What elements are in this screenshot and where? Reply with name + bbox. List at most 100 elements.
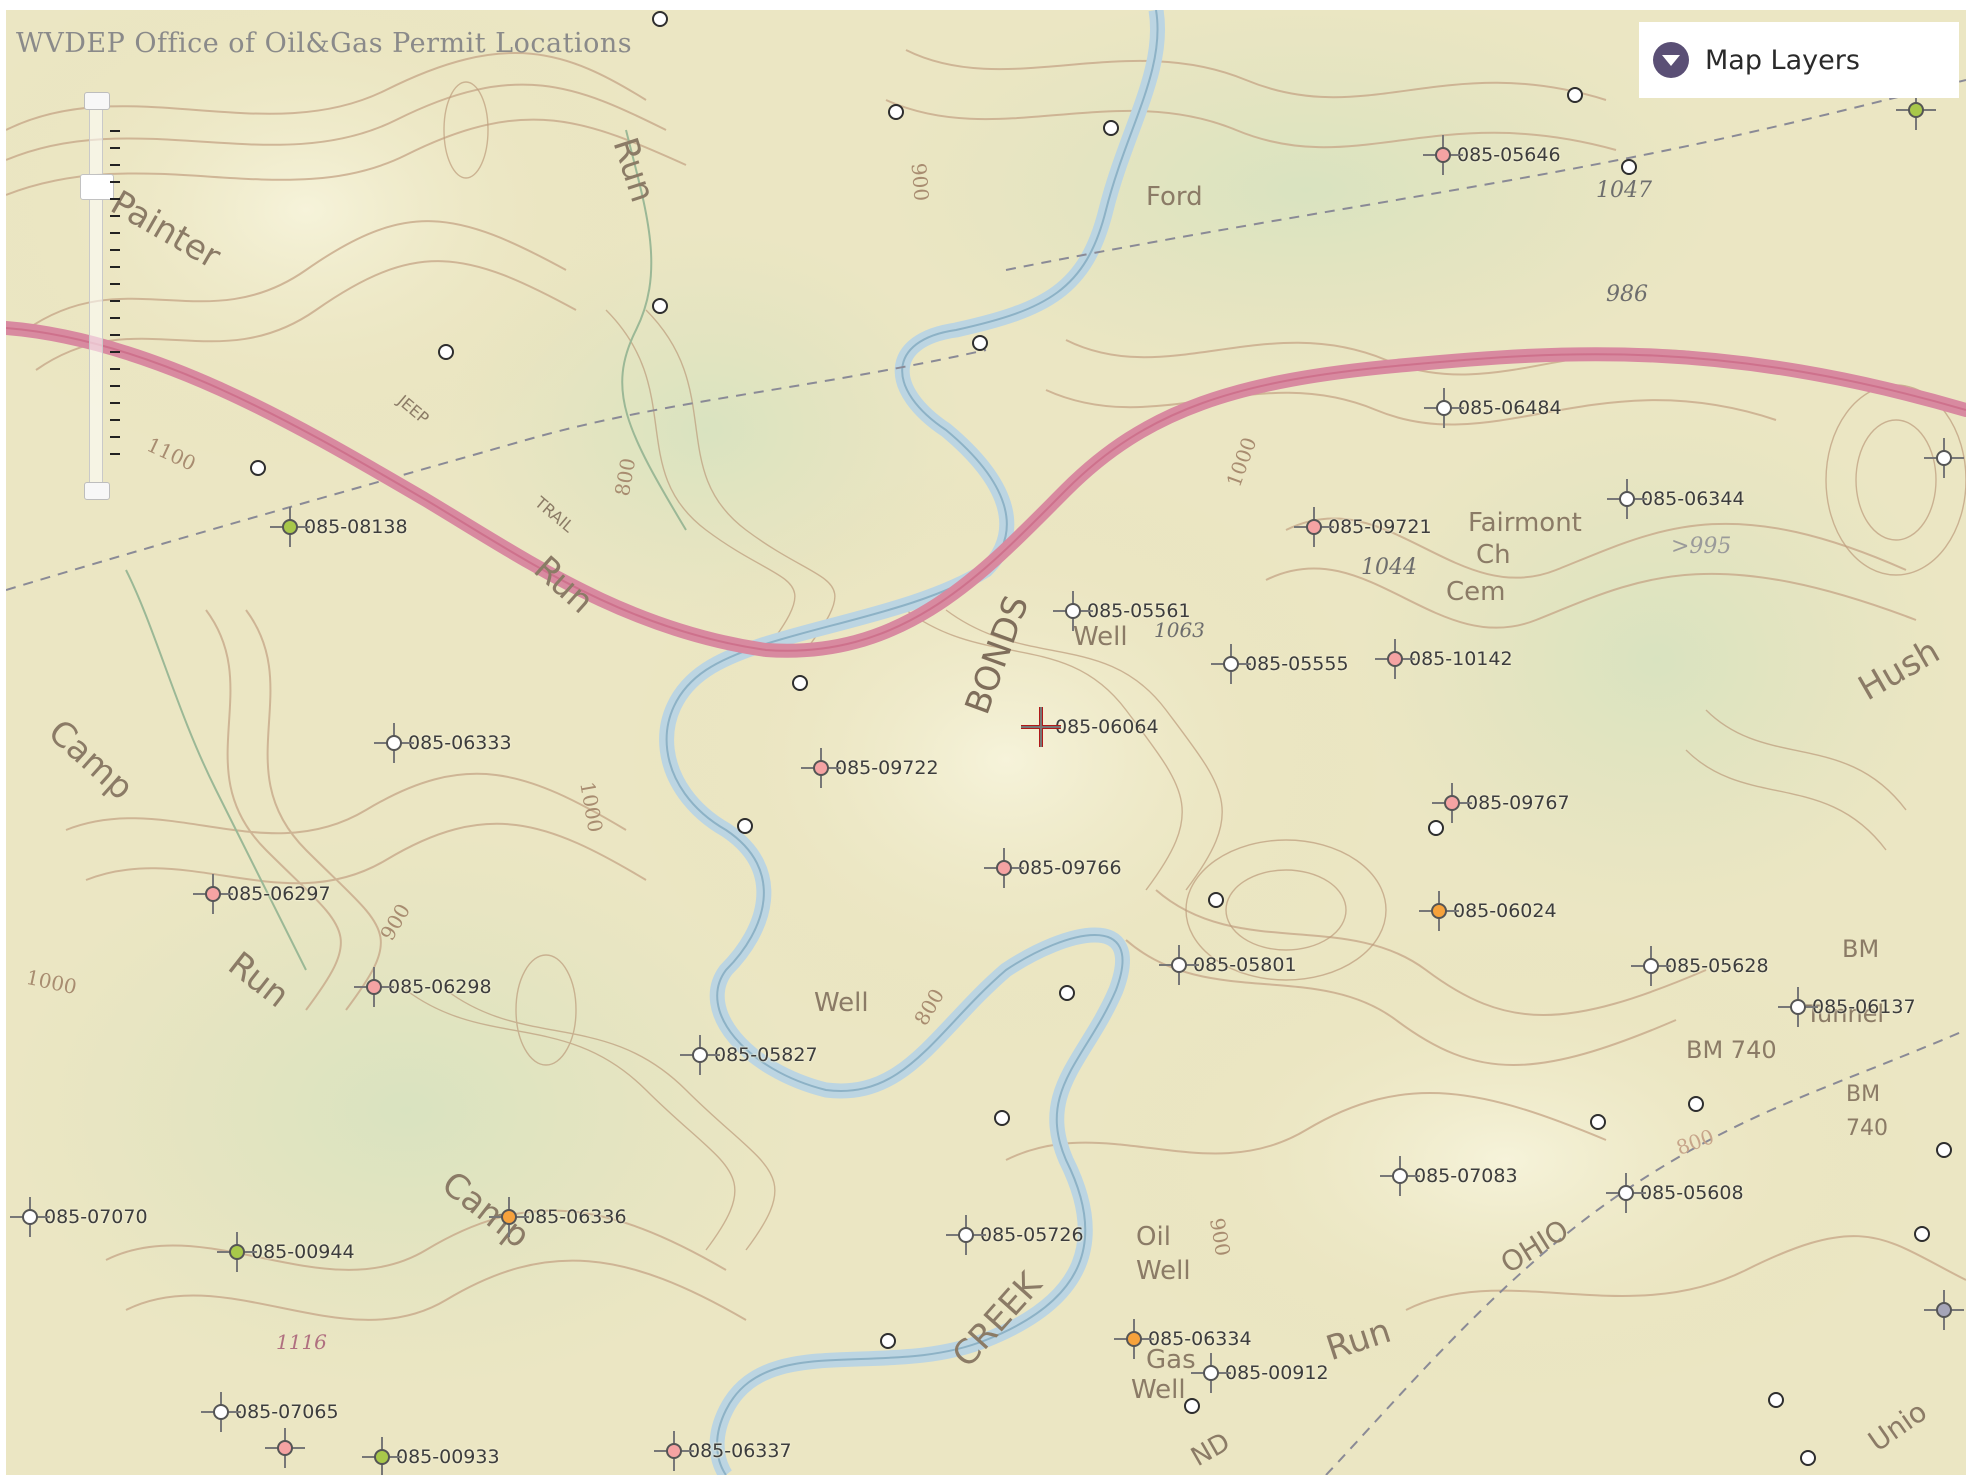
permit-id-label: 085-06344: [1641, 488, 1745, 510]
well-marker[interactable]: [1184, 1398, 1200, 1414]
well-marker[interactable]: [250, 460, 266, 476]
well-icon: [801, 748, 841, 788]
permit-id-label: 085-05555: [1245, 653, 1349, 675]
permit-marker[interactable]: 085-05555: [1211, 644, 1349, 684]
well-marker[interactable]: [737, 818, 753, 834]
map-canvas[interactable]: Painter Run Run Run Run Camp Camp JEEP T…: [6, 10, 1966, 1475]
place-label-ford: Ford: [1146, 182, 1203, 212]
elevation-label: 986: [1606, 282, 1648, 307]
place-label-well: Well: [1136, 1256, 1191, 1286]
permit-marker[interactable]: 085-05608: [1606, 1173, 1744, 1213]
permit-marker-selected[interactable]: 085-06064: [1021, 707, 1159, 747]
well-marker[interactable]: [1428, 820, 1444, 836]
permit-id-label: 085-05801: [1193, 954, 1297, 976]
well-marker[interactable]: [1936, 1142, 1952, 1158]
permit-marker[interactable]: 085-06137: [1778, 987, 1916, 1027]
zoom-track[interactable]: [89, 104, 103, 486]
permit-id-label: 085-09722: [835, 757, 939, 779]
well-marker[interactable]: [1059, 985, 1075, 1001]
well-marker[interactable]: [1688, 1096, 1704, 1112]
permit-dot: [1619, 491, 1635, 507]
well-marker[interactable]: [1768, 1392, 1784, 1408]
permit-marker[interactable]: 085-05827: [680, 1035, 818, 1075]
permit-marker[interactable]: 085-06344: [1607, 479, 1745, 519]
permit-dot: [1436, 400, 1452, 416]
well-marker[interactable]: [994, 1110, 1010, 1126]
permit-marker[interactable]: 085-09766: [984, 848, 1122, 888]
permit-marker[interactable]: 085-05726: [946, 1215, 1084, 1255]
permit-dot: [1387, 651, 1403, 667]
permit-id-label: 085-06333: [408, 732, 512, 754]
permit-id-label: 085-07065: [235, 1401, 339, 1423]
permit-dot: [386, 735, 402, 751]
permit-id-label: 085-05827: [714, 1044, 818, 1066]
permit-dot: [1435, 147, 1451, 163]
permit-id-label: 085-05628: [1665, 955, 1769, 977]
well-marker[interactable]: [652, 298, 668, 314]
zoom-handle[interactable]: [80, 174, 114, 200]
well-marker[interactable]: [1621, 159, 1637, 175]
permit-marker[interactable]: 085-06297: [193, 874, 331, 914]
well-icon: [354, 967, 394, 1007]
permit-dot: [1936, 450, 1952, 466]
well-marker[interactable]: [888, 104, 904, 120]
permit-marker[interactable]: 085-07065: [201, 1392, 339, 1432]
well-icon: [1424, 388, 1464, 428]
well-marker[interactable]: [438, 344, 454, 360]
well-marker[interactable]: [1590, 1114, 1606, 1130]
permit-marker[interactable]: 085-06334: [1114, 1319, 1252, 1359]
permit-marker[interactable]: 085-06337: [654, 1431, 792, 1471]
permit-dot: [1431, 903, 1447, 919]
well-marker[interactable]: [1103, 120, 1119, 136]
permit-id-label: 085-00933: [396, 1446, 500, 1468]
permit-marker[interactable]: 085-05646: [1423, 135, 1561, 175]
well-marker[interactable]: [1800, 1450, 1816, 1466]
permit-marker[interactable]: 085-07083: [1380, 1156, 1518, 1196]
place-label-well: Well: [1131, 1375, 1186, 1405]
permit-id-label: 085-09721: [1328, 516, 1432, 538]
permit-marker[interactable]: 085-05801: [1159, 945, 1297, 985]
well-icon: [374, 723, 414, 763]
permit-marker[interactable]: 085-00912: [1191, 1353, 1329, 1393]
well-icon: [1375, 639, 1415, 679]
well-marker[interactable]: [1567, 87, 1583, 103]
permit-marker[interactable]: 085-06298: [354, 967, 492, 1007]
permit-marker[interactable]: 085-06333: [374, 723, 512, 763]
permit-marker[interactable]: 085-09721: [1294, 507, 1432, 547]
permit-marker[interactable]: 085-06024: [1419, 891, 1557, 931]
well-marker[interactable]: [652, 11, 668, 27]
permit-marker[interactable]: [1924, 438, 1964, 478]
permit-marker[interactable]: 085-09767: [1432, 783, 1570, 823]
permit-id-label: 085-07070: [44, 1206, 148, 1228]
permit-marker[interactable]: 085-00933: [362, 1437, 500, 1475]
permit-dot: [1936, 1302, 1952, 1318]
permit-dot: [996, 860, 1012, 876]
benchmark-label: BM: [1842, 935, 1880, 963]
permit-marker[interactable]: 085-06484: [1424, 388, 1562, 428]
zoom-slider[interactable]: [80, 90, 120, 506]
well-marker[interactable]: [1208, 892, 1224, 908]
permit-dot: [1126, 1331, 1142, 1347]
permit-id-label: 085-06297: [227, 883, 331, 905]
permit-marker[interactable]: 085-08138: [270, 507, 408, 547]
well-marker[interactable]: [972, 335, 988, 351]
permit-marker[interactable]: [1924, 1290, 1964, 1330]
map-layers-label: Map Layers: [1705, 44, 1860, 76]
zoom-out-button[interactable]: [84, 482, 110, 500]
permit-id-label: 085-10142: [1409, 648, 1513, 670]
permit-marker[interactable]: 085-06336: [489, 1197, 627, 1237]
permit-marker[interactable]: 085-00944: [217, 1232, 355, 1272]
permit-marker[interactable]: 085-10142: [1375, 639, 1513, 679]
well-marker[interactable]: [792, 675, 808, 691]
map-layers-button[interactable]: Map Layers: [1639, 22, 1959, 98]
permit-marker[interactable]: [265, 1428, 305, 1468]
permit-marker[interactable]: [1896, 90, 1936, 130]
permit-marker[interactable]: 085-09722: [801, 748, 939, 788]
permit-marker[interactable]: 085-05561: [1053, 591, 1191, 631]
zoom-in-button[interactable]: [84, 92, 110, 110]
permit-marker[interactable]: 085-05628: [1631, 946, 1769, 986]
well-marker[interactable]: [1914, 1226, 1930, 1242]
well-marker[interactable]: [880, 1333, 896, 1349]
elevation-label: 1044: [1361, 555, 1417, 580]
permit-marker[interactable]: 085-07070: [10, 1197, 148, 1237]
